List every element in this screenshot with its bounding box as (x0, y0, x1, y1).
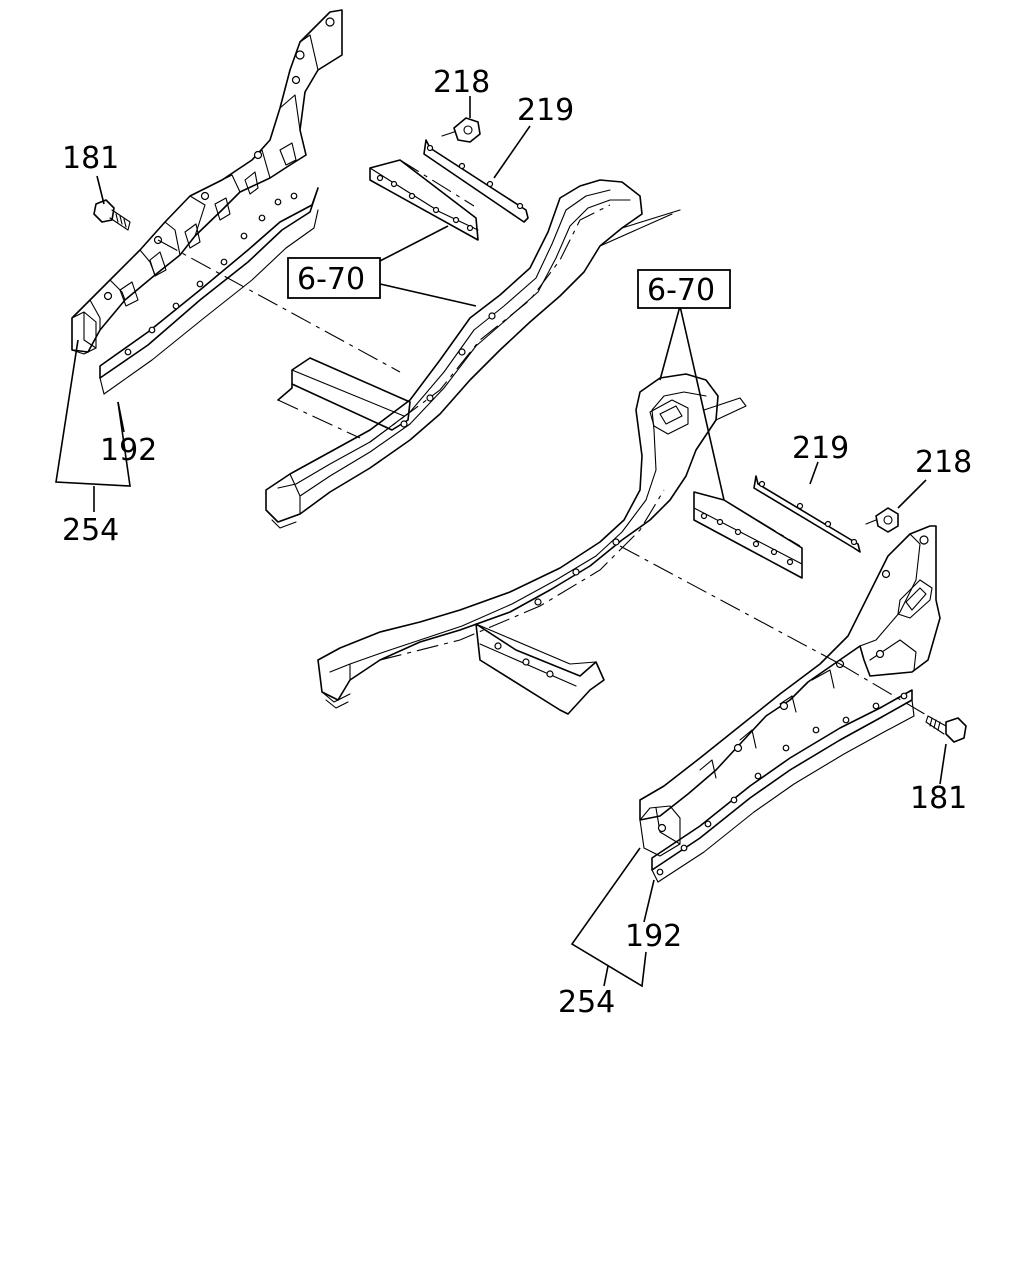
ref-box-left (287, 257, 381, 299)
label-assy-left: 254 (62, 513, 119, 548)
left-bracket-assembly (71, 9, 343, 395)
ref-box-right (637, 269, 731, 309)
label-bolt-left: 181 (62, 141, 119, 176)
label-plate-right: 219 (792, 431, 849, 466)
lower-frame-rail (317, 373, 747, 715)
label-rail-right: 192 (625, 919, 682, 954)
label-nut-top: 218 (433, 65, 490, 100)
bolt-right-icon (925, 715, 967, 743)
label-plate-top: 219 (517, 93, 574, 128)
callout-labels: 181 218 219 6-70 6-70 192 254 219 218 18… (62, 65, 972, 1020)
right-plate-group (693, 475, 899, 579)
label-nut-right: 218 (915, 445, 972, 480)
right-bracket-assembly (639, 525, 941, 883)
top-plate-group (369, 117, 529, 241)
label-rail-left: 192 (100, 433, 157, 468)
label-ref-right: 6-70 (647, 273, 715, 308)
upper-frame-rail (265, 179, 681, 529)
leader-lines-left (55, 96, 531, 512)
label-assy-right: 254 (558, 985, 615, 1020)
label-bolt-right: 181 (910, 781, 967, 816)
bolt-left-icon (93, 199, 131, 231)
leader-lines-right (570, 305, 947, 988)
label-ref-left: 6-70 (297, 262, 365, 297)
